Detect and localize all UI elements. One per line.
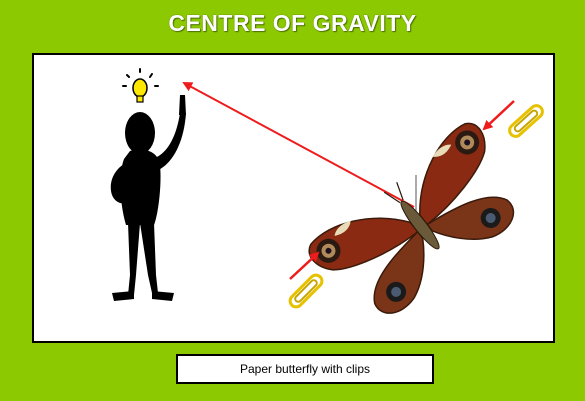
thinking-figure	[111, 95, 186, 301]
paper-clip-icon-top	[507, 103, 545, 139]
force-arrow-top	[484, 101, 514, 129]
figure-head	[125, 112, 155, 154]
illustration-svg	[34, 55, 553, 341]
pointer-arrow	[184, 83, 414, 207]
figure-left-leg	[128, 223, 140, 295]
figure-raised-arm	[152, 113, 186, 171]
paper-clip-icon-bottom	[288, 273, 325, 310]
figure-left-foot	[112, 291, 134, 301]
caption-text: Paper butterfly with clips	[240, 362, 370, 376]
caption-box: Paper butterfly with clips	[176, 354, 434, 384]
illustration-panel	[32, 53, 555, 343]
butterfly-icon	[304, 118, 538, 334]
figure-right-foot	[152, 291, 174, 301]
figure-right-leg	[140, 223, 158, 293]
figure-finger	[179, 95, 186, 115]
slide-title: CENTRE OF GRAVITY	[0, 10, 585, 37]
lightbulb-icon	[123, 69, 158, 102]
